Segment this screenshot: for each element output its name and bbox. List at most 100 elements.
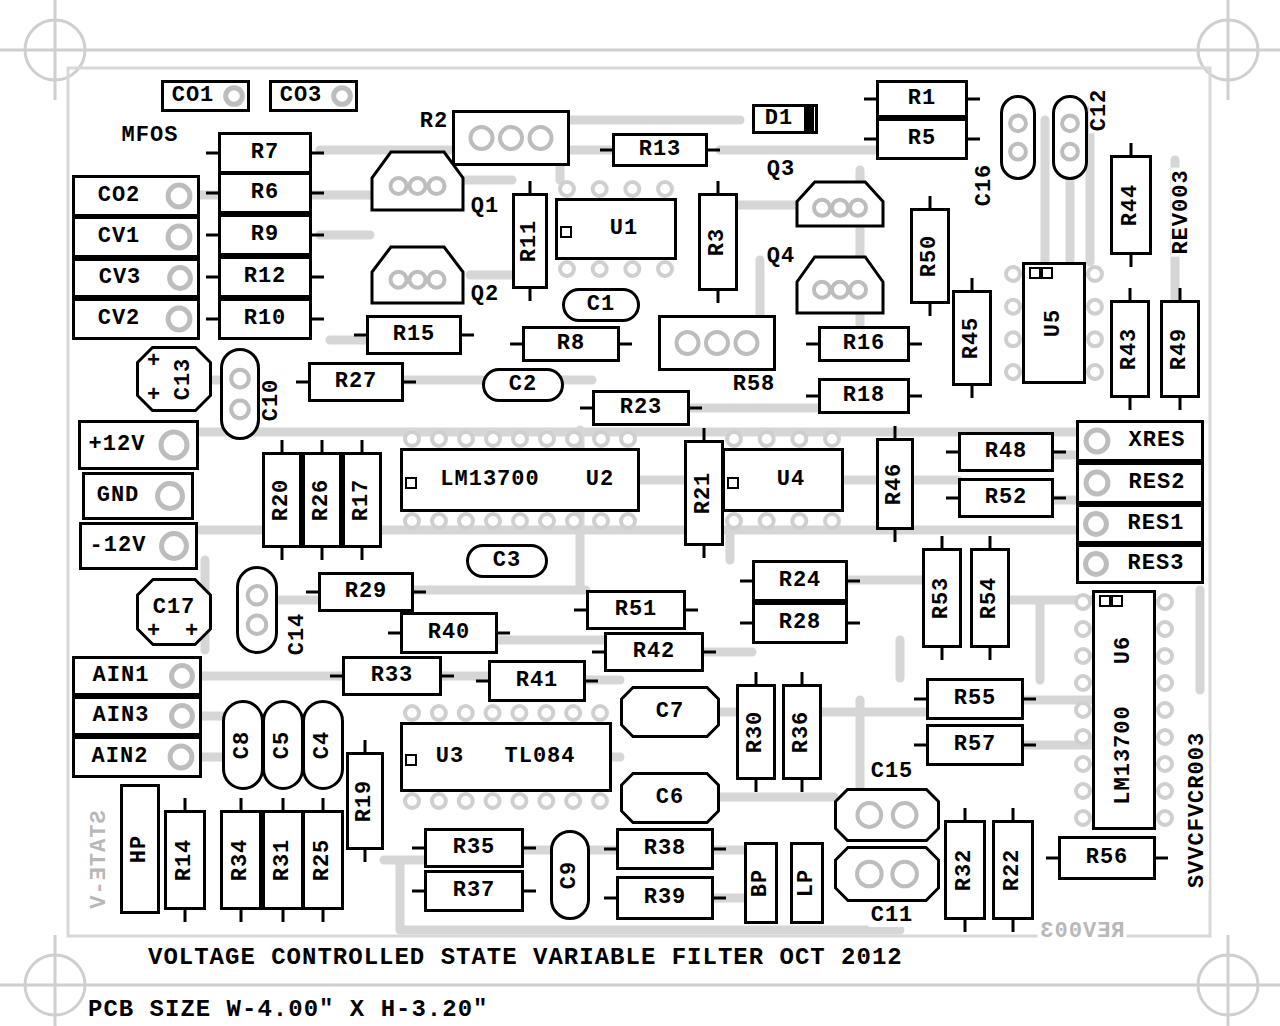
part-label: +	[147, 621, 161, 643]
pad	[231, 370, 249, 388]
part-label: C17	[153, 597, 196, 619]
ic-pin	[405, 514, 419, 528]
board-label: SVVCFVCR003	[1187, 730, 1209, 890]
part-label: R25	[312, 839, 334, 882]
component-outline: XRES	[1076, 420, 1204, 462]
component-outline: Q2	[370, 245, 465, 305]
pad	[248, 615, 266, 633]
component-outline: C10	[220, 348, 260, 440]
component-outline: C14	[236, 566, 278, 654]
part-label: C10	[261, 377, 283, 424]
lead-mark	[281, 548, 284, 560]
part-label: R21	[693, 472, 715, 515]
capacitor-outline	[138, 580, 211, 645]
part-label: R36	[791, 711, 813, 754]
component-outline: C17+ +	[136, 578, 212, 646]
pad	[1062, 115, 1078, 131]
ic-pin	[1006, 365, 1020, 379]
component-outline: R3	[698, 193, 738, 291]
part-label: C6	[656, 787, 684, 809]
part-artwork	[834, 846, 940, 902]
component-outline: R31	[262, 810, 304, 910]
component-outline: C1	[562, 288, 640, 322]
part-label: LP	[796, 869, 818, 897]
part-label: C2	[509, 374, 537, 396]
component-outline: U3TL084	[400, 722, 612, 792]
lead-mark	[989, 536, 992, 548]
component-outline: C9	[550, 830, 590, 920]
part-label: R58	[731, 374, 778, 396]
pin1-mark	[561, 227, 571, 237]
component-outline: U1	[555, 198, 677, 260]
lead-mark	[240, 910, 243, 922]
lead-mark	[321, 440, 324, 452]
part-label: RES1	[1128, 513, 1185, 535]
ic-pin	[1076, 784, 1090, 798]
lead-mark	[755, 780, 758, 792]
ic-pin	[594, 432, 608, 446]
ic-pin	[1158, 595, 1172, 609]
component-outline: R45	[952, 290, 992, 386]
part-label: +	[185, 621, 199, 643]
ic-pin	[727, 432, 741, 446]
part-label: C11	[869, 905, 916, 927]
pin1-mark	[406, 755, 416, 765]
part-label: R42	[633, 641, 676, 663]
pad	[832, 200, 848, 216]
part-label: R46	[884, 463, 906, 506]
lead-mark	[910, 395, 922, 398]
component-outline: RES3	[1076, 544, 1204, 584]
component-outline: R14	[164, 810, 206, 910]
part-label: R15	[393, 324, 436, 346]
lead-mark	[894, 530, 897, 542]
component-outline: R16	[818, 326, 910, 362]
pad	[248, 586, 266, 604]
part-label: R24	[779, 570, 822, 592]
registration-mark	[1198, 955, 1258, 1015]
part-label: Q4	[765, 246, 797, 268]
lead-mark	[1046, 857, 1058, 860]
ic-pin	[513, 514, 527, 528]
component-outline: C7	[620, 686, 720, 738]
lead-mark	[184, 910, 187, 922]
part-label: R34	[230, 839, 252, 882]
lead-mark	[714, 897, 726, 900]
part-label: -12V	[90, 535, 147, 557]
lead-mark	[1130, 255, 1133, 267]
component-outline: R22	[992, 820, 1034, 920]
pad	[857, 803, 881, 827]
ic-pin	[539, 794, 553, 808]
pad	[429, 178, 445, 194]
component-outline: AIN3	[72, 696, 202, 736]
ic-pin	[459, 794, 473, 808]
component-outline: R10	[218, 298, 312, 340]
lead-mark	[312, 152, 324, 155]
part-label: TL084	[504, 746, 575, 768]
component-outline: C6	[620, 772, 720, 824]
lead-mark	[206, 152, 218, 155]
lead-mark	[755, 672, 758, 684]
lead-mark	[404, 381, 416, 384]
ic-pin	[405, 706, 419, 720]
part-artwork	[236, 566, 278, 654]
lead-mark	[690, 407, 702, 410]
part-label: R14	[174, 839, 196, 882]
component-outline: LM13700U2	[400, 448, 640, 512]
part-label: R3	[707, 228, 729, 256]
ic-pin	[560, 262, 574, 276]
lead-mark	[282, 910, 285, 922]
lead-mark	[580, 407, 592, 410]
part-label: R48	[985, 441, 1028, 463]
pad	[1086, 554, 1107, 575]
board-label: MFOS	[120, 125, 181, 147]
board-title: VOLTAGE CONTROLLED STATE VARIABLE FILTER…	[146, 946, 905, 970]
lead-mark	[361, 440, 364, 452]
ic-pin	[486, 706, 500, 720]
part-label: R57	[954, 734, 997, 756]
part-label: R10	[244, 308, 287, 330]
ic-pin	[1088, 332, 1102, 346]
pad	[706, 332, 728, 354]
pad	[850, 200, 866, 216]
ic-pin	[1158, 757, 1172, 771]
lead-mark	[524, 890, 536, 893]
